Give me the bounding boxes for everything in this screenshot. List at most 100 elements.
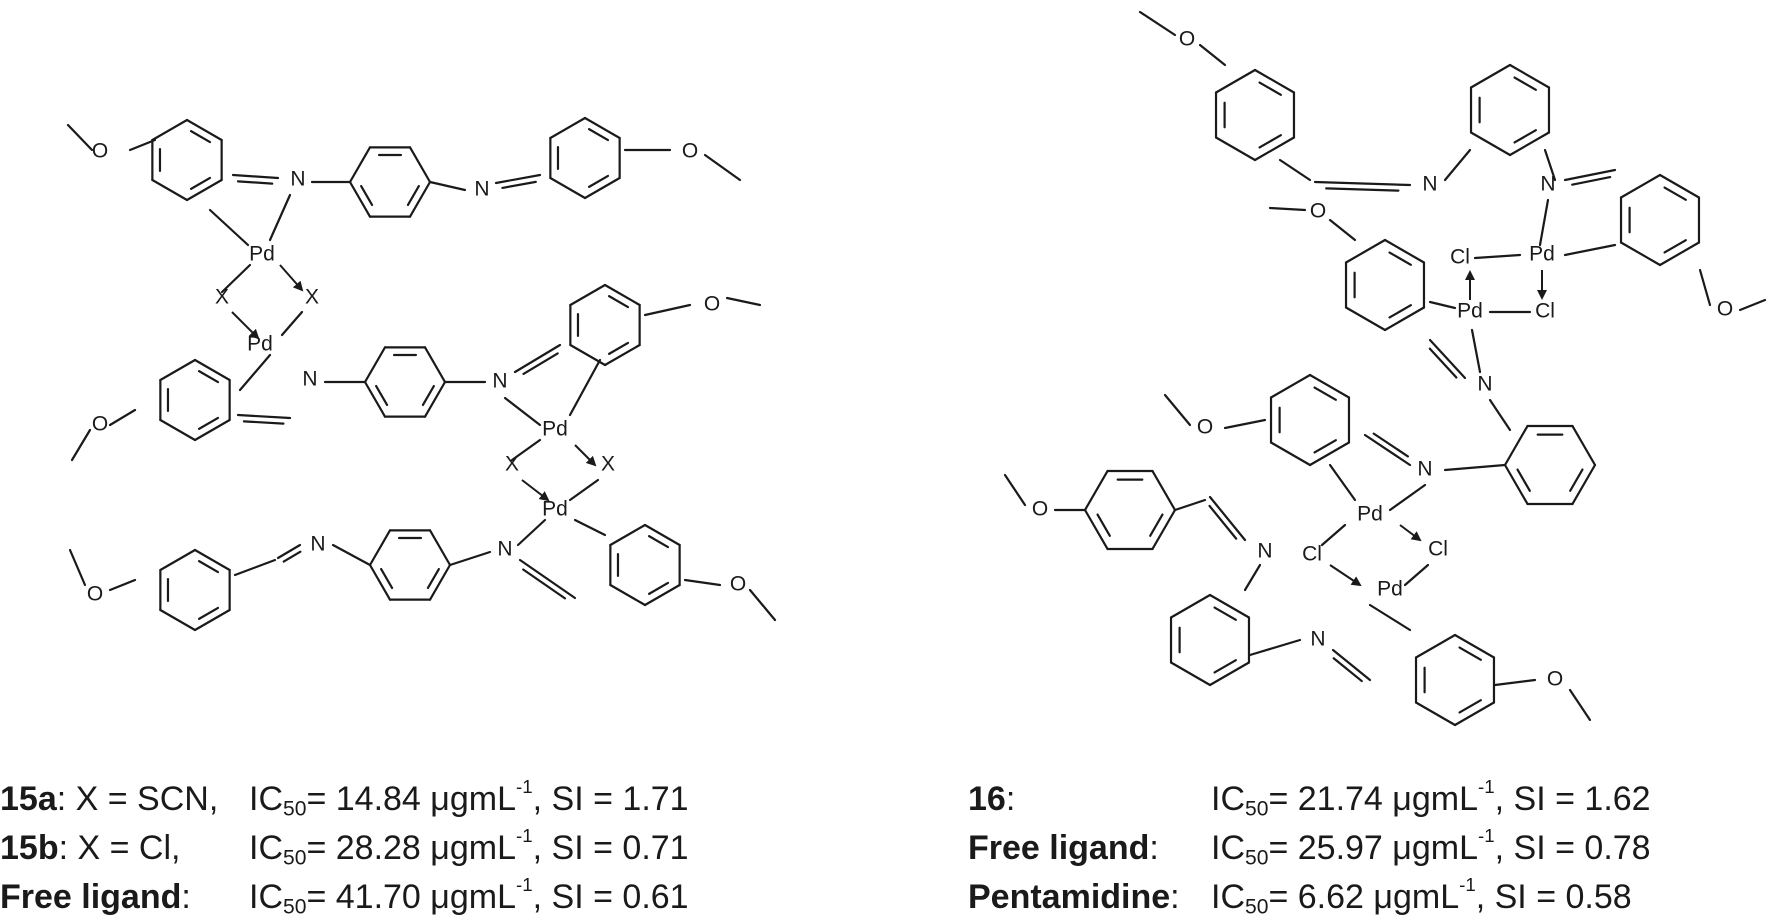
bond-line — [236, 180, 274, 185]
ring-bond — [193, 418, 231, 442]
compound-label: Free ligand — [968, 829, 1150, 867]
coordination-arrow — [1329, 564, 1362, 587]
bond-line — [568, 478, 600, 502]
ring-bond — [1151, 508, 1177, 551]
atom-label: N — [290, 168, 305, 191]
ring-bond — [1503, 424, 1529, 467]
bond-line — [510, 438, 542, 462]
ring-bond — [423, 380, 447, 418]
ring-inner-bond — [1213, 606, 1237, 621]
ring-bond — [1571, 463, 1597, 506]
atom-label: Pd — [1377, 578, 1403, 601]
ring-bond — [1208, 661, 1251, 687]
bond-line — [748, 588, 777, 622]
compound-label: 15b — [0, 829, 59, 867]
atom-label: O — [1179, 28, 1195, 51]
bond-line — [208, 208, 250, 247]
ring-bond — [348, 180, 372, 218]
ring-bond — [643, 523, 681, 547]
bond-line — [1493, 678, 1537, 687]
bond-line — [238, 353, 272, 392]
bond-line — [68, 548, 87, 587]
ring-inner-bond — [647, 535, 670, 549]
ring-inner-bond — [1513, 129, 1537, 144]
atom-label: Pd — [542, 418, 568, 441]
atom-label: O — [87, 583, 103, 606]
bond-line — [1368, 603, 1412, 632]
ring-bond — [185, 178, 223, 202]
bond-line — [1388, 483, 1427, 512]
bond-line — [501, 180, 537, 190]
bond-line — [1332, 657, 1363, 683]
bond-line — [703, 153, 742, 182]
ring-inner-bond — [1313, 439, 1337, 454]
ring-inner-bond — [197, 416, 220, 430]
legend-row-free-ligand: Free ligand: IC50= 41.70 μgmL-1, SI = 0.… — [0, 873, 689, 922]
atom-label: Cl — [1535, 300, 1555, 323]
ring-inner-bond — [1096, 513, 1111, 537]
compound-label: Free ligand — [0, 878, 182, 916]
bond-line — [1198, 43, 1227, 67]
ring-bond — [1344, 238, 1387, 264]
bond-line — [1563, 168, 1617, 182]
ring-bond — [408, 146, 432, 184]
bond-line — [1738, 298, 1767, 312]
atom-label: O — [1310, 200, 1326, 223]
bond-line — [1328, 218, 1357, 242]
ring-inner-bond — [421, 384, 435, 407]
bond-line — [1243, 563, 1262, 592]
legend-separator: : — [1005, 780, 1016, 818]
right-legend: 16: IC50= 21.74 μgmL-1, SI = 1.62 Free l… — [968, 775, 1651, 922]
bond-line — [280, 310, 304, 337]
bond-line — [573, 518, 607, 537]
atom-label: Pd — [542, 498, 568, 521]
bond-line — [1488, 398, 1512, 432]
bond-line — [1138, 10, 1177, 37]
ring-inner-bond — [406, 184, 420, 207]
bond-line — [276, 543, 302, 560]
bond-lines — [66, 10, 1767, 727]
bond-line — [1473, 253, 1522, 260]
ring-bond — [1169, 593, 1212, 619]
ring-bond — [159, 418, 197, 442]
bond-line — [1403, 563, 1430, 587]
atom-label: N — [1310, 628, 1325, 651]
ring-bond — [1083, 469, 1109, 512]
ring-inner-bond — [1458, 646, 1482, 661]
bond-line — [236, 413, 292, 420]
bond-line — [518, 558, 577, 600]
bond-line — [725, 296, 762, 307]
atom-label: O — [1032, 498, 1048, 521]
ring-inner-bond — [1663, 239, 1687, 254]
bond-line — [1208, 504, 1238, 540]
bond-line — [1325, 187, 1400, 192]
bond-line — [1443, 148, 1472, 182]
bond-line — [1278, 158, 1312, 182]
ic50-value: IC50= 21.74 μgmL-1, SI = 1.62 — [1211, 776, 1651, 821]
atom-label: N — [1417, 458, 1432, 481]
ic50-value: IC50= 25.97 μgmL-1, SI = 0.78 — [1211, 825, 1651, 870]
ring-bond — [363, 380, 387, 418]
legend-row-15b: 15b: X = Cl, IC50= 28.28 μgmL-1, SI = 0.… — [0, 824, 689, 873]
bond-line — [1328, 463, 1357, 502]
bond-line — [1320, 523, 1347, 547]
legend-separator: : X = Cl, — [58, 829, 181, 867]
bond-line — [231, 173, 280, 180]
ring-bond — [1269, 373, 1312, 399]
legend-row-16: 16: IC50= 21.74 μgmL-1, SI = 1.62 — [968, 775, 1651, 824]
ring-inner-bond — [1513, 76, 1537, 91]
ring-bond — [428, 563, 452, 601]
bond-line — [494, 173, 542, 185]
ic50-value: IC50= 28.28 μgmL-1, SI = 0.71 — [249, 825, 689, 870]
atom-label: Pd — [247, 333, 273, 356]
ring-inner-bond — [189, 176, 212, 190]
bond-line — [1428, 347, 1458, 379]
ring-bond — [1269, 441, 1312, 467]
bond-line — [1223, 418, 1267, 430]
atom-label: X — [505, 453, 519, 476]
ring-bond — [159, 548, 197, 572]
compound-label: 16 — [968, 780, 1006, 818]
ring-bond — [549, 176, 587, 200]
ring-bond — [151, 118, 189, 142]
